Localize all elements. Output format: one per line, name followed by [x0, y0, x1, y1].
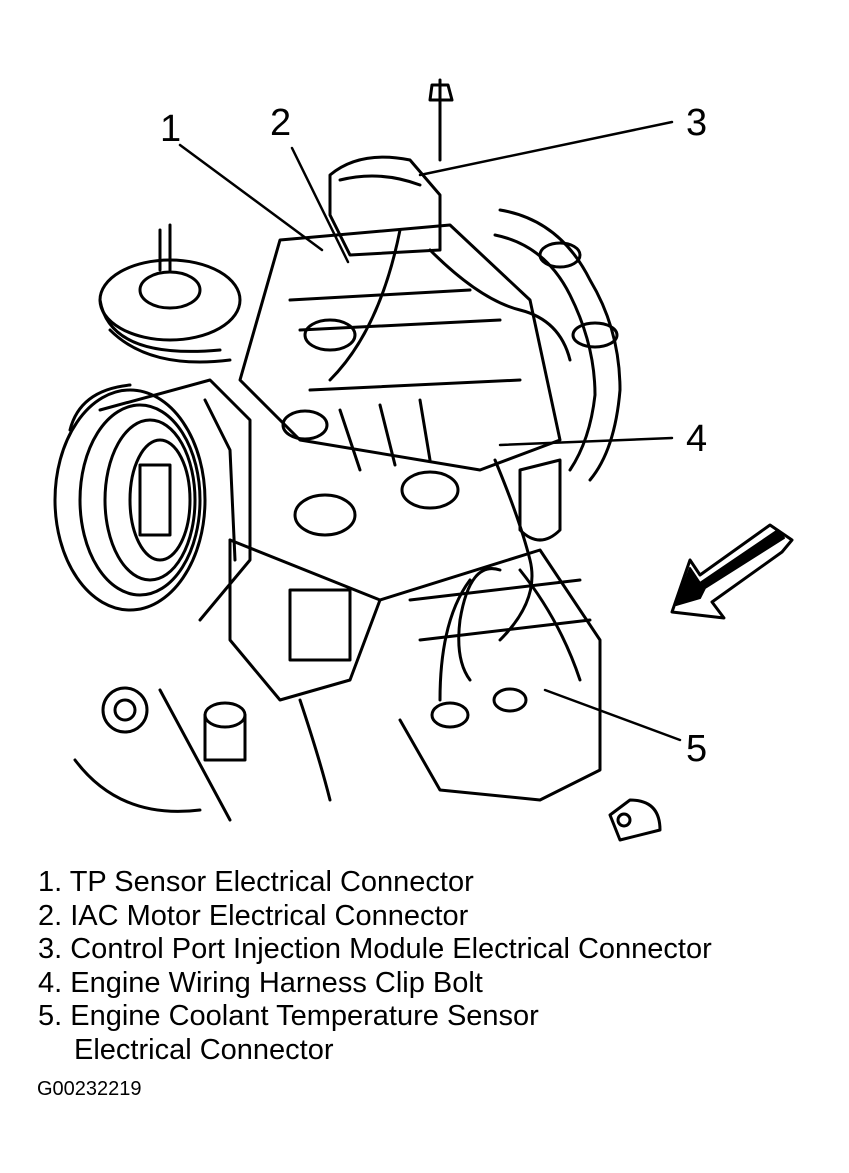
legend: 1. TP Sensor Electrical Connector 2. IAC…	[38, 866, 838, 1067]
engine-line-drawing	[53, 78, 794, 842]
direction-arrow	[670, 523, 794, 620]
wiring-harness	[328, 228, 534, 682]
leader-lines	[178, 120, 682, 742]
legend-item-4: 4. Engine Wiring Harness Clip Bolt	[38, 966, 483, 999]
callout-1: 1	[160, 108, 182, 150]
legend-item-5-continued: Electrical Connector	[74, 1033, 334, 1066]
callout-5: 5	[686, 728, 708, 770]
intake-manifold	[238, 223, 562, 537]
legend-item-2: 2. IAC Motor Electrical Connector	[38, 899, 469, 932]
legend-item-3: 3. Control Port Injection Module Electri…	[38, 933, 712, 965]
callout-3: 3	[686, 102, 708, 144]
alternator-pulley	[53, 378, 252, 622]
engine-block	[228, 458, 602, 802]
booster	[98, 223, 242, 364]
callout-4: 4	[686, 418, 708, 460]
throttle-body	[328, 78, 454, 257]
legend-item-5: 5. Engine Coolant Temperature Sensor	[38, 1000, 539, 1032]
legend-item-1: 1. TP Sensor Electrical Connector	[38, 866, 474, 898]
hoses	[428, 208, 622, 482]
callout-2: 2	[270, 102, 292, 144]
figure-id: G00232219	[37, 1078, 142, 1100]
oil-fill	[73, 686, 662, 842]
